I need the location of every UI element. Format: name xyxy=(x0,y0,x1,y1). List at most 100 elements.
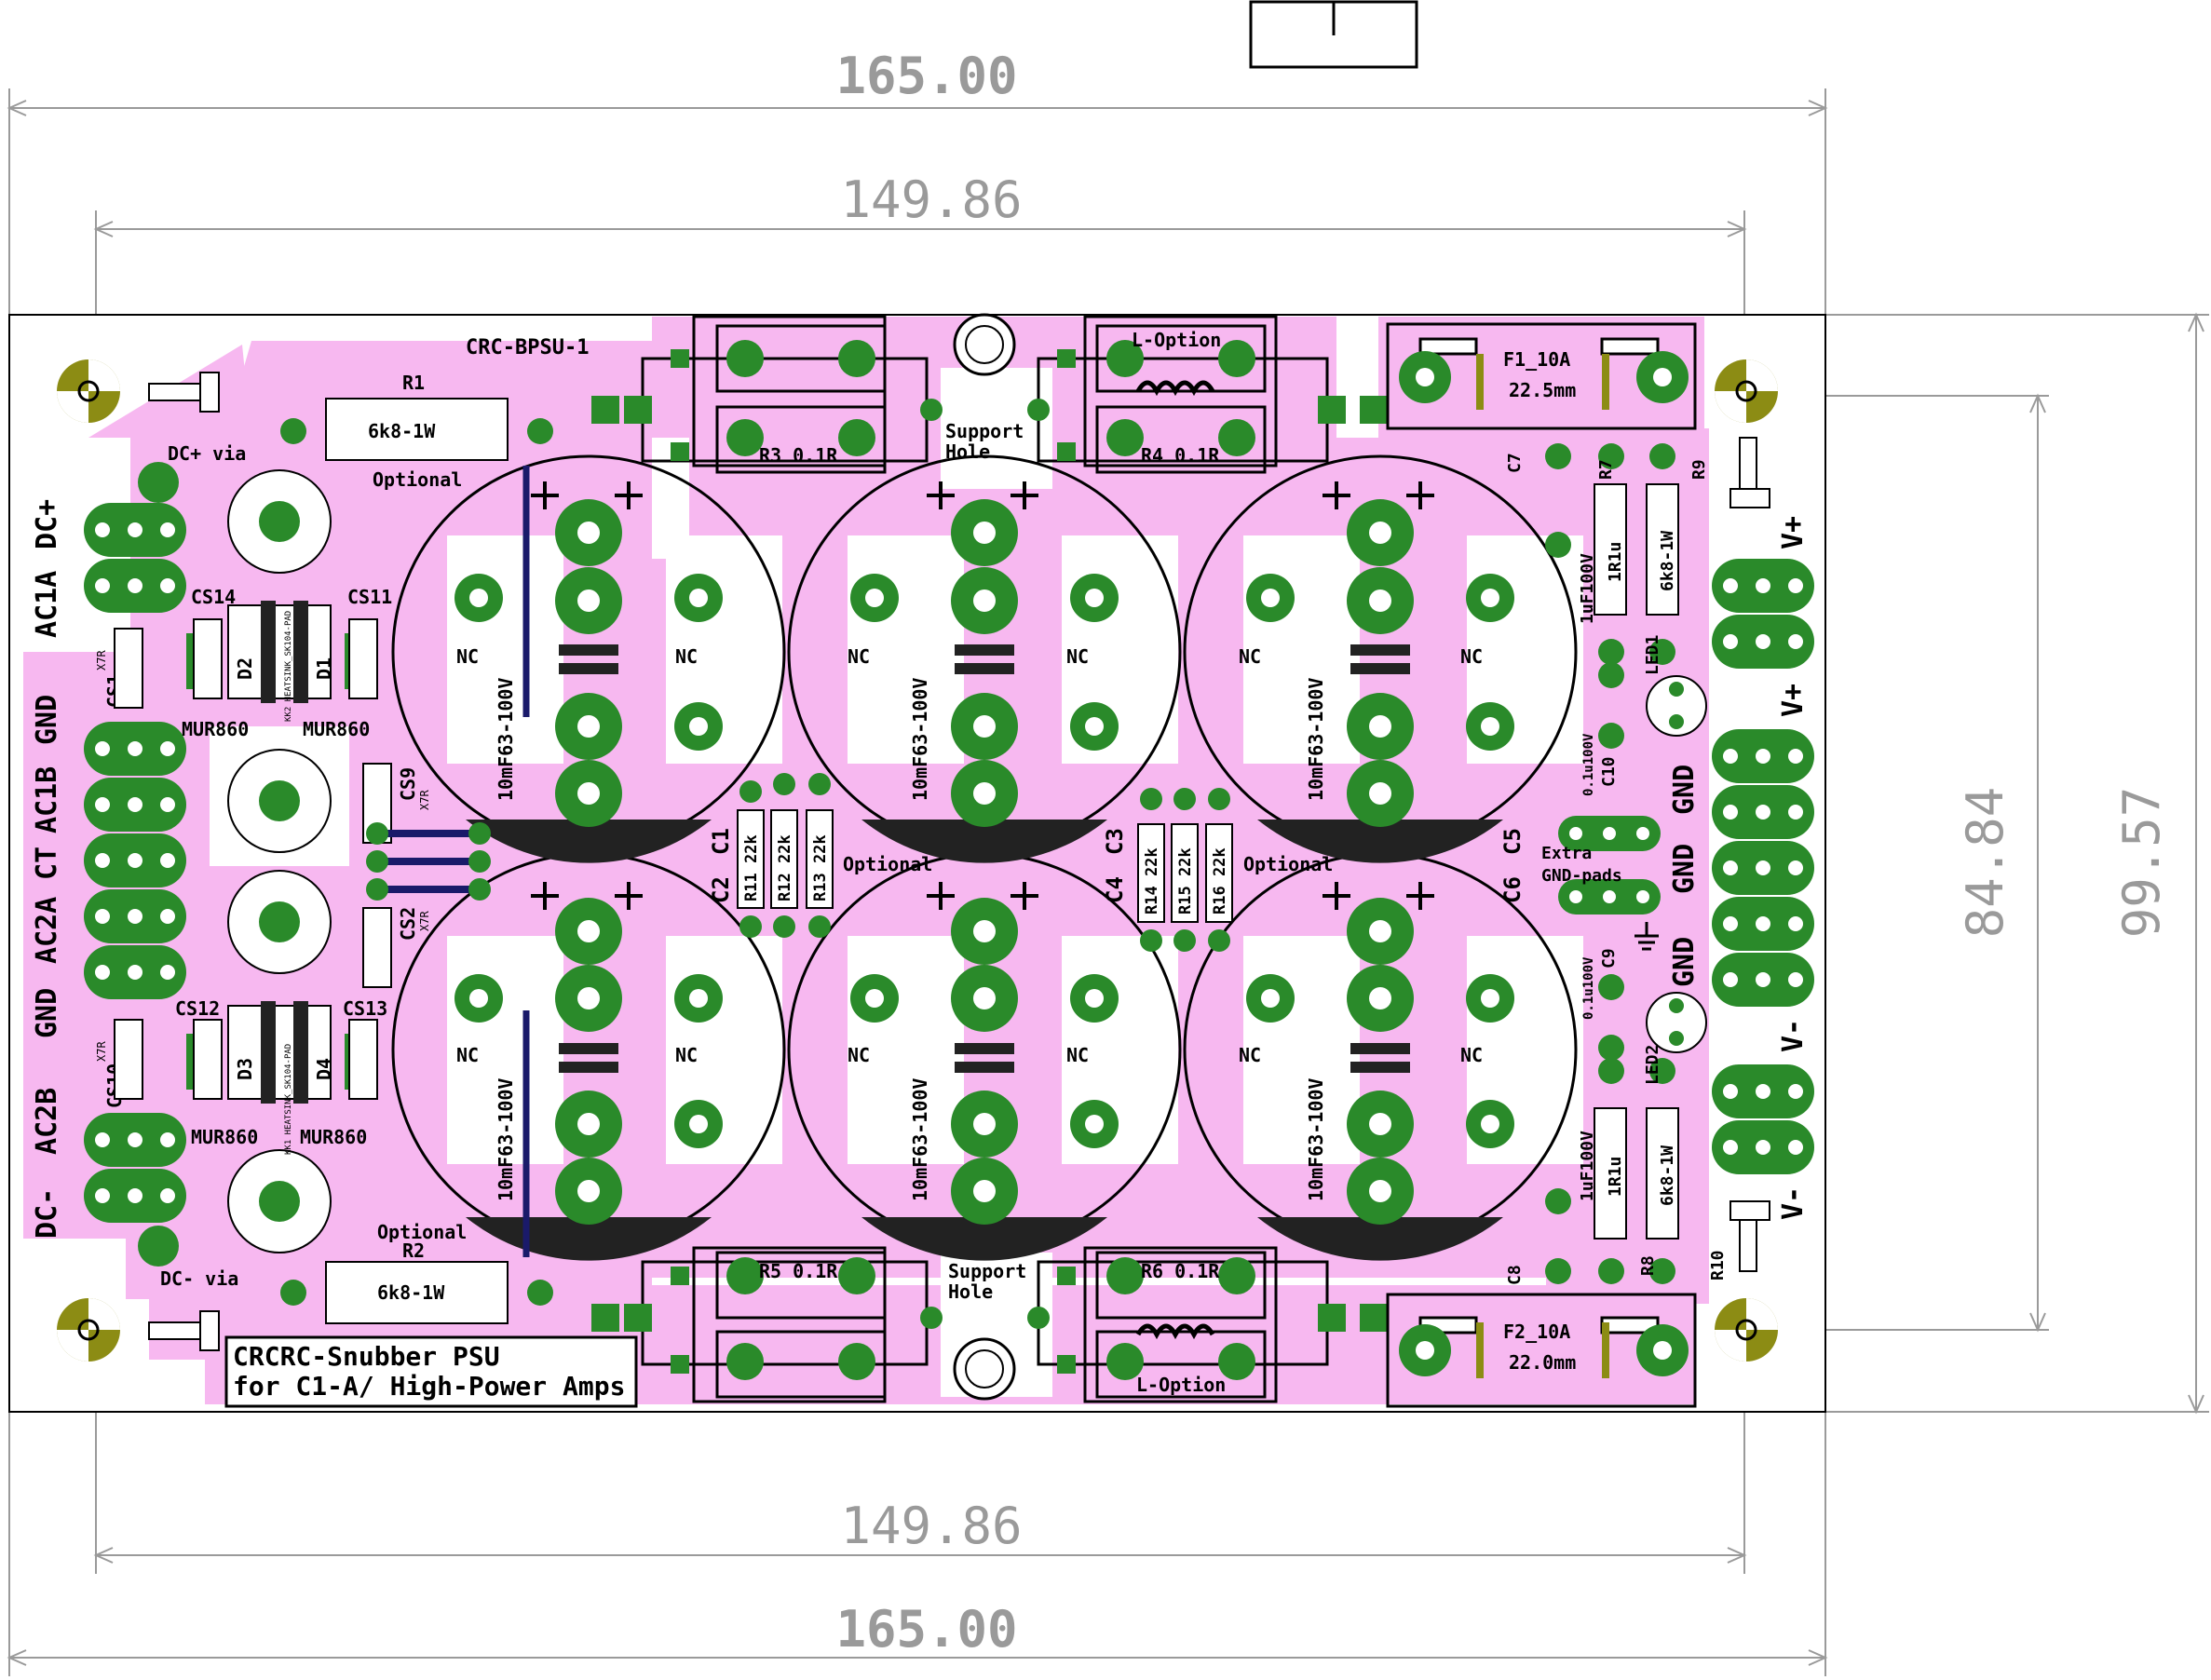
bleeder-resistor-pads xyxy=(739,773,1230,952)
svg-text:10mF63-100V: 10mF63-100V xyxy=(909,1078,931,1201)
svg-text:X7R: X7R xyxy=(418,790,431,810)
svg-text:C10: C10 xyxy=(1599,756,1619,787)
svg-text:DC+: DC+ xyxy=(31,499,63,549)
svg-text:C7: C7 xyxy=(1505,453,1525,473)
svg-text:22.0mm: 22.0mm xyxy=(1509,1351,1576,1374)
x7r-labels: X7R X7R X7R X7R xyxy=(95,650,431,1062)
capacitor-pad-holes xyxy=(469,522,1499,1202)
diode-labels: CS14 CS11 CS12 CS13 D2 D1 D3 D4 MUR860 M… xyxy=(103,586,419,1148)
bulk-capacitors xyxy=(391,454,1578,1261)
svg-text:NC: NC xyxy=(456,645,479,668)
bleeder-resistor-outlines xyxy=(737,809,1233,923)
svg-text:GND: GND xyxy=(1668,937,1701,987)
svg-text:AC1A: AC1A xyxy=(31,571,63,638)
svg-text:R2: R2 xyxy=(402,1240,425,1262)
svg-text:F2_10A: F2_10A xyxy=(1503,1321,1570,1343)
c1-c4-labels: C1 C2 C3 C4 C5 C6 xyxy=(708,828,1526,903)
svg-text:C3: C3 xyxy=(1102,828,1128,855)
heatsinks xyxy=(227,469,332,1253)
svg-text:Optional: Optional xyxy=(377,1221,467,1243)
svg-text:GND: GND xyxy=(31,695,63,745)
svg-text:CS12: CS12 xyxy=(175,997,220,1020)
svg-text:1uF100V: 1uF100V xyxy=(1578,553,1597,624)
svg-text:R10: R10 xyxy=(1708,1250,1728,1280)
svg-text:X7R: X7R xyxy=(95,650,108,671)
dim-width-outer-bottom: 165.00 xyxy=(835,1600,1017,1659)
svg-text:R8: R8 xyxy=(1638,1255,1658,1276)
svg-text:Hole: Hole xyxy=(945,440,990,463)
heatsink-refs: KK2 HEATSINK_SK104-PAD KK1 HEATSINK_SK10… xyxy=(284,611,293,1155)
svg-text:10mF63-100V: 10mF63-100V xyxy=(1305,678,1327,801)
svg-text:MUR860: MUR860 xyxy=(303,718,370,740)
diode-outlines xyxy=(227,604,332,1100)
dim-width-inner-top: 149.86 xyxy=(840,170,1022,229)
svg-text:X7R: X7R xyxy=(95,1041,108,1062)
svg-text:CS9: CS9 xyxy=(397,767,419,801)
svg-text:R6 0.1R: R6 0.1R xyxy=(1141,1260,1220,1282)
svg-text:R3 0.1R: R3 0.1R xyxy=(759,444,838,467)
dc-vias xyxy=(138,462,179,1267)
svg-text:GND: GND xyxy=(1668,765,1701,815)
svg-text:10mF63-100V: 10mF63-100V xyxy=(495,678,517,801)
svg-text:1R1u: 1R1u xyxy=(1606,542,1625,582)
svg-text:Support: Support xyxy=(948,1260,1026,1282)
svg-text:R15 22k: R15 22k xyxy=(1176,847,1195,915)
svg-text:MUR860: MUR860 xyxy=(182,718,249,740)
ground-symbol xyxy=(1635,922,1659,951)
svg-text:NC: NC xyxy=(1460,645,1483,668)
svg-text:AC2B: AC2B xyxy=(31,1088,63,1155)
inductor-symbols xyxy=(1135,380,1215,1340)
svg-text:NC: NC xyxy=(675,645,698,668)
r1-r2-outlines xyxy=(325,398,509,1324)
svg-text:NC: NC xyxy=(456,1044,479,1066)
svg-text:6k8-1W: 6k8-1W xyxy=(1658,531,1677,591)
right-component-labels: C7 C8 R7 R9 R8 R10 1uF100V 1uF100V 1R1u … xyxy=(1505,453,1728,1285)
shunt-pads xyxy=(591,340,1388,1380)
fuse-outlines xyxy=(1386,322,1697,1408)
svg-text:L-Option: L-Option xyxy=(1132,329,1221,351)
svg-text:C9: C9 xyxy=(1599,948,1619,969)
svg-text:KK2 HEATSINK_SK104-PAD: KK2 HEATSINK_SK104-PAD xyxy=(284,611,293,722)
svg-text:V+: V+ xyxy=(1777,684,1810,717)
svg-text:Support: Support xyxy=(945,420,1024,442)
dcplus-via-label: DC+ via xyxy=(168,442,246,465)
shunt-labels: R3 0.1R R4 0.1R R5 0.1R R6 0.1R L-Option… xyxy=(759,329,1226,1396)
svg-text:C2: C2 xyxy=(708,876,734,903)
svg-text:R11 22k: R11 22k xyxy=(742,834,761,901)
svg-text:F1_10A: F1_10A xyxy=(1503,348,1570,371)
svg-text:10mF63-100V: 10mF63-100V xyxy=(909,678,931,801)
svg-text:R16 22k: R16 22k xyxy=(1211,847,1229,915)
svg-text:NC: NC xyxy=(848,1044,870,1066)
svg-text:CS13: CS13 xyxy=(343,997,387,1020)
svg-text:R5 0.1R: R5 0.1R xyxy=(759,1260,838,1282)
svg-text:C4: C4 xyxy=(1102,876,1128,903)
r1-r2-labels: R1 6k8-1W Optional Optional R2 6k8-1W xyxy=(368,372,467,1304)
svg-text:MUR860: MUR860 xyxy=(300,1126,367,1148)
svg-text:R1: R1 xyxy=(402,372,425,394)
svg-text:0.1u100V: 0.1u100V xyxy=(1581,956,1596,1020)
svg-text:6k8-1W: 6k8-1W xyxy=(1658,1145,1677,1206)
svg-text:LED1: LED1 xyxy=(1643,635,1662,675)
extra-label: Extra xyxy=(1541,844,1592,863)
svg-text:22.5mm: 22.5mm xyxy=(1509,379,1576,401)
svg-text:KK1 HEATSINK_SK104-PAD: KK1 HEATSINK_SK104-PAD xyxy=(284,1044,293,1155)
svg-text:R9: R9 xyxy=(1689,459,1709,480)
svg-text:NC: NC xyxy=(1239,645,1261,668)
footer-line-1: CRCRC-Snubber PSU xyxy=(233,1341,500,1372)
screw-outlines xyxy=(148,372,1770,1351)
dim-height-outer: 99.57 xyxy=(2112,787,2171,939)
svg-text:NC: NC xyxy=(1239,1044,1261,1066)
svg-text:6k8-1W: 6k8-1W xyxy=(368,420,436,442)
dim-width-outer-top: 165.00 xyxy=(835,47,1017,105)
svg-text:MUR860: MUR860 xyxy=(191,1126,258,1148)
svg-text:GND: GND xyxy=(1668,844,1701,894)
dim-width-inner-bottom: 149.86 xyxy=(840,1497,1022,1555)
footer-box xyxy=(224,1335,638,1408)
svg-text:0.1u100V: 0.1u100V xyxy=(1581,733,1596,796)
svg-text:10mF63-100V: 10mF63-100V xyxy=(1305,1078,1327,1201)
footer-line-2: for C1-A/ High-Power Amps xyxy=(233,1371,625,1402)
right-component-pads xyxy=(1545,443,1684,1284)
svg-text:NC: NC xyxy=(1066,645,1089,668)
svg-text:R13 22k: R13 22k xyxy=(811,834,830,901)
svg-text:C1: C1 xyxy=(708,828,734,855)
